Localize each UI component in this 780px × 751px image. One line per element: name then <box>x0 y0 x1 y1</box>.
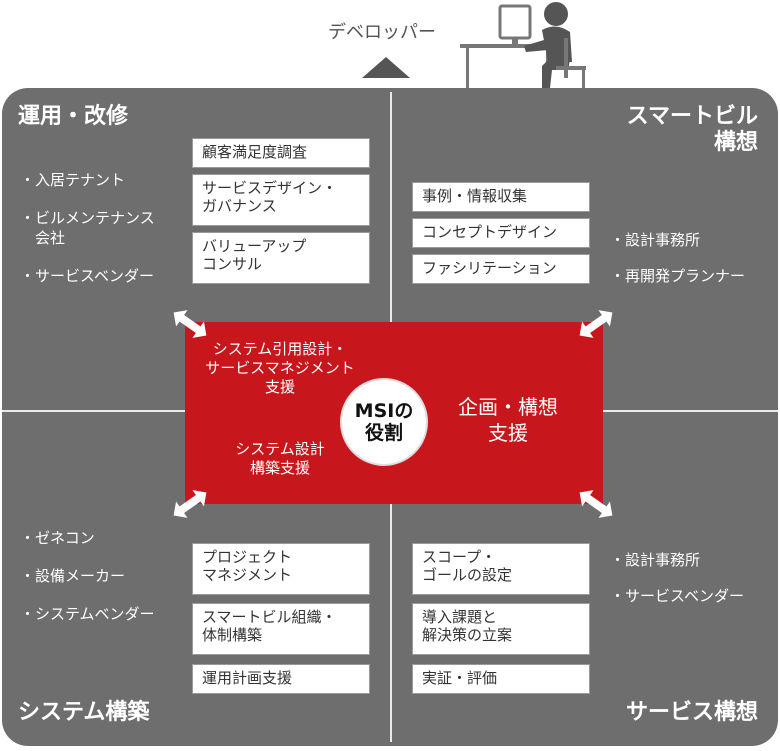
service-box: スコープ・ ゴールの設定 <box>412 543 590 595</box>
double-arrow-icon <box>579 490 613 518</box>
service-box: ファシリテーション <box>412 254 590 284</box>
red-text-top-left: システム引用設計・ サービスマネジメント 支援 <box>205 340 355 396</box>
actor-list-bottom-left: ・ゼネコン ・設備メーカー ・システムベンダー <box>20 528 155 624</box>
actor-list-top-right: ・設計事務所 ・再開発プランナー <box>610 230 745 286</box>
service-box: コンセプトデザイン <box>412 218 590 248</box>
quadrant-title-bottom-left: システム構築 <box>18 700 150 725</box>
actor-item: ・ビルメンテナンス 会社 <box>20 209 155 247</box>
service-box: プロジェクト マネジメント <box>192 543 370 595</box>
quadrant-title-top-right: スマートビル 構想 <box>626 104 758 155</box>
double-arrow-icon <box>173 310 207 338</box>
service-box: 導入課題と 解決策の立案 <box>412 603 590 655</box>
developer-label: デベロッパー <box>328 22 436 43</box>
service-box: バリューアップ コンサル <box>192 232 370 284</box>
actor-item: ・設計事務所 <box>610 231 701 249</box>
double-arrow-icon <box>579 310 613 338</box>
up-triangle-icon <box>362 57 410 78</box>
actor-item: ・設備メーカー <box>20 567 126 585</box>
actor-item: ・サービスベンダー <box>20 267 154 285</box>
actor-item: ・サービスベンダー <box>610 587 744 605</box>
quadrant-title-top-left: 運用・改修 <box>18 104 129 129</box>
service-box: 運用計画支援 <box>192 664 370 694</box>
red-text-right: 企画・構想 支援 <box>458 395 558 445</box>
actor-item: ・ゼネコン <box>20 529 95 547</box>
service-box: 事例・情報収集 <box>412 182 590 212</box>
actor-list-bottom-right: ・設計事務所 ・サービスベンダー <box>610 550 744 606</box>
service-box: 顧客満足度調査 <box>192 138 370 168</box>
quadrant-title-bottom-right: サービス構想 <box>625 700 758 725</box>
double-arrow-icon <box>173 490 207 518</box>
service-box: 実証・評価 <box>412 664 590 694</box>
actor-list-top-left: ・入居テナント ・ビルメンテナンス 会社 ・サービスベンダー <box>20 170 155 286</box>
red-text-bottom-left: システム設計 構築支援 <box>235 440 325 477</box>
service-box: スマートビル組織・ 体制構築 <box>192 603 370 655</box>
msi-role-circle: MSIの 役割 <box>340 378 428 466</box>
person-at-desk-icon <box>460 2 586 88</box>
actor-item: ・再開発プランナー <box>610 267 746 285</box>
actor-item: ・設計事務所 <box>610 551 701 569</box>
service-box: サービスデザイン・ ガバナンス <box>192 174 370 226</box>
actor-item: ・入居テナント <box>20 171 126 189</box>
actor-item: ・システムベンダー <box>20 605 155 623</box>
